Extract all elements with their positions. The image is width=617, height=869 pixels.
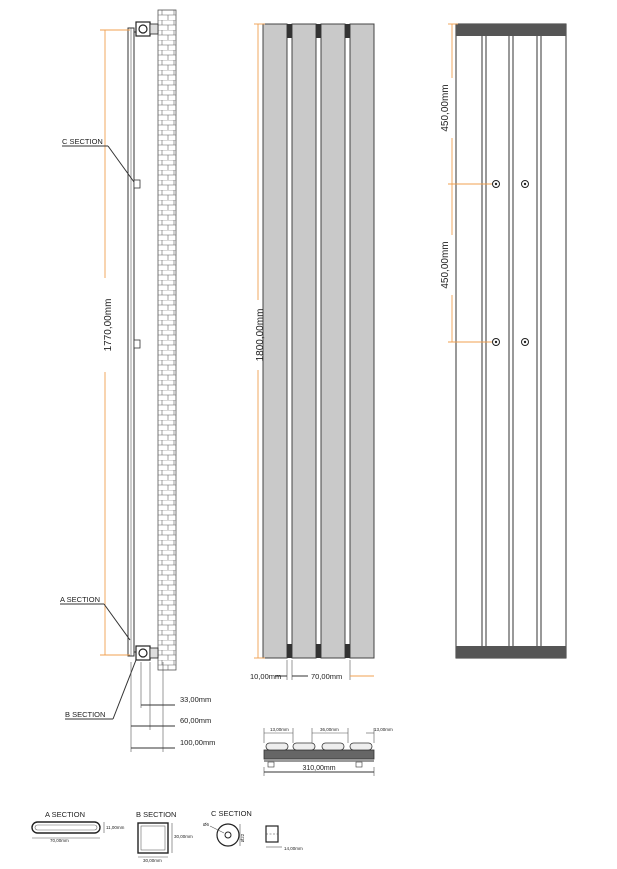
side-height-dim: 1770,00mm <box>103 299 114 352</box>
panel-width-dim: 70,00mm <box>311 672 342 681</box>
c-dim-len: 14,00mm <box>284 846 303 851</box>
top-dim-36: 36,00mm <box>320 727 339 732</box>
dim-60: 60,00mm <box>180 716 211 725</box>
top-dim-13-left: 13,00mm <box>270 727 289 732</box>
back-view: 450,00mm 450,00mm <box>440 23 567 659</box>
c-section-label: C SECTION <box>62 137 103 146</box>
mount-hole-icon <box>521 180 529 188</box>
mount-hole-icon <box>521 338 529 346</box>
dim-33: 33,00mm <box>180 695 211 704</box>
b-section-title: B SECTION <box>136 810 176 819</box>
brick-wall <box>157 9 177 671</box>
c-dim-big: Ø22 <box>240 833 245 842</box>
b-section-label: B SECTION <box>65 710 105 719</box>
c-dim-small: Ø6 <box>203 822 210 827</box>
mount-hole-icon <box>492 338 500 346</box>
upper-spacing-dim: 450,00mm <box>440 84 451 131</box>
a-section-title: A SECTION <box>45 810 85 819</box>
top-valve-icon <box>135 21 159 37</box>
lower-spacing-dim: 450,00mm <box>440 241 451 288</box>
gap-dim: 10,00mm <box>250 672 281 681</box>
side-view: 1770,00mm C SECTION A SECTION B SECTION … <box>60 9 215 752</box>
b-section-profile <box>137 822 169 854</box>
a-dim-w: 70,00mm <box>50 838 69 843</box>
a-dim-h: 11,00mm <box>106 825 125 830</box>
front-height-dim: 1800,00mm <box>255 309 266 362</box>
front-view: 1800,00mm 10,00mm 70,00mm <box>250 23 375 681</box>
a-section-label: A SECTION <box>60 595 100 604</box>
section-details: A SECTION 70,00mm 11,00mm B SECTION 30,0… <box>31 809 303 863</box>
b-dim-h: 30,00mm <box>174 834 193 839</box>
b-dim-w: 30,00mm <box>143 858 162 863</box>
bottom-valve-icon <box>135 645 159 661</box>
dim-100: 100,00mm <box>180 738 215 747</box>
top-view: 13,00mm 36,00mm 13,00mm 310,00mm <box>263 727 393 776</box>
top-width-dim: 310,00mm <box>302 765 335 772</box>
a-section-profile <box>31 821 101 834</box>
mount-hole-icon <box>492 180 500 188</box>
top-dim-13-right: 13,00mm <box>374 727 393 732</box>
c-section-title: C SECTION <box>211 809 252 818</box>
